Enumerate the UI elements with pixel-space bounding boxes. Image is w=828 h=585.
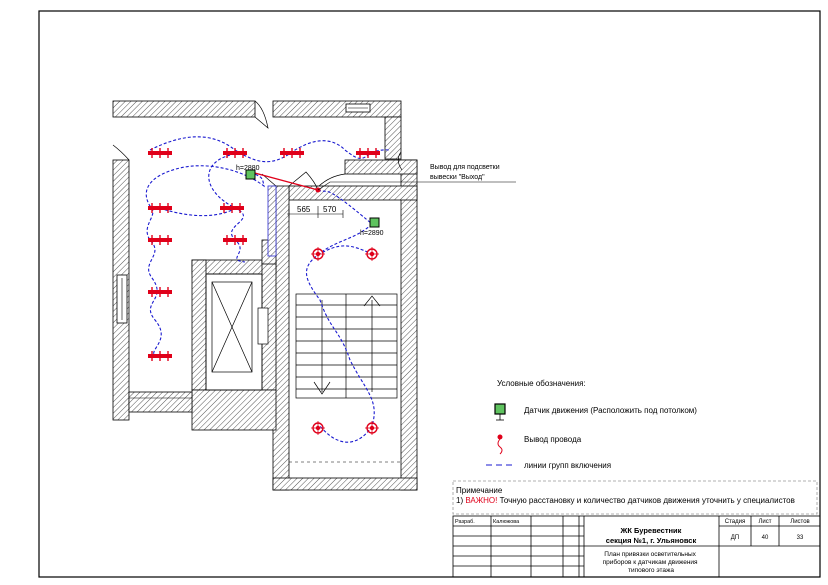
motion-sensor-icon	[494, 403, 506, 421]
dimension-570: 570	[323, 205, 337, 214]
legend-label-outlet: Вывод провода	[524, 435, 582, 444]
linear-light-fixture	[148, 203, 172, 213]
dimension-565: 565	[297, 205, 311, 214]
drawing-title: План привязки осветительных приборов к д…	[603, 551, 700, 574]
developed-label: Разраб.	[455, 519, 475, 525]
linear-light-fixture	[148, 287, 172, 297]
sensor-height-label-1: h=2880	[236, 165, 260, 172]
round-light-fixture	[365, 421, 379, 435]
linear-light-fixture	[223, 148, 247, 158]
stage-label: Стадия	[725, 519, 745, 525]
floor-plan: 565 570	[112, 100, 418, 491]
staircase	[295, 293, 398, 399]
exit-sign-callout: Вывод для подсветки вывески "Выход"	[430, 164, 502, 181]
sheets-label: Листов	[790, 519, 810, 525]
linear-light-fixture	[148, 235, 172, 245]
walls	[112, 100, 418, 491]
wire-outlet-icon	[497, 434, 503, 455]
round-light-fixture	[311, 247, 325, 261]
sheet-label: Лист	[758, 519, 771, 525]
legend-label-sensor: Датчик движения (Расположить под потолко…	[524, 406, 697, 415]
linear-light-fixture	[148, 148, 172, 158]
linear-light-fixture	[148, 351, 172, 361]
motion-sensor-2	[369, 217, 380, 228]
linear-light-fixture	[280, 148, 304, 158]
title-block	[452, 515, 821, 578]
project-name: ЖК Буревестник	[620, 526, 682, 535]
linear-light-fixture	[220, 203, 244, 213]
callout-leader	[317, 181, 516, 191]
linear-light-fixture	[223, 235, 247, 245]
round-light-fixture	[311, 421, 325, 435]
elevator	[205, 273, 269, 391]
note-heading: Примечание	[456, 486, 503, 495]
sheet-value: 40	[762, 535, 769, 541]
stage-value: ДП	[731, 535, 739, 541]
developer-name: Калюжова	[493, 519, 520, 525]
sensor-height-label-2: h=2890	[360, 230, 384, 237]
sign-wire	[250, 171, 319, 191]
note: Примечание 1) ВАЖНО! Точную расстановку …	[452, 480, 818, 515]
legend-label-lines: линии групп включения	[524, 461, 611, 470]
sheets-value: 33	[797, 535, 804, 541]
round-light-fixture	[365, 247, 379, 261]
project-location: секция №1, г. Ульяновск	[606, 536, 697, 545]
linear-light-fixture	[356, 148, 380, 158]
motion-sensor-1	[245, 169, 256, 180]
legend: Условные обозначения: Датчик движения (Р…	[486, 379, 697, 470]
note-text: 1) ВАЖНО! Точную расстановку и количеств…	[456, 496, 795, 505]
light-fixtures	[148, 148, 380, 435]
sheet-frame	[38, 10, 821, 578]
legend-title: Условные обозначения:	[497, 379, 586, 388]
dimension-line	[287, 206, 344, 218]
vent-duct	[267, 185, 277, 257]
